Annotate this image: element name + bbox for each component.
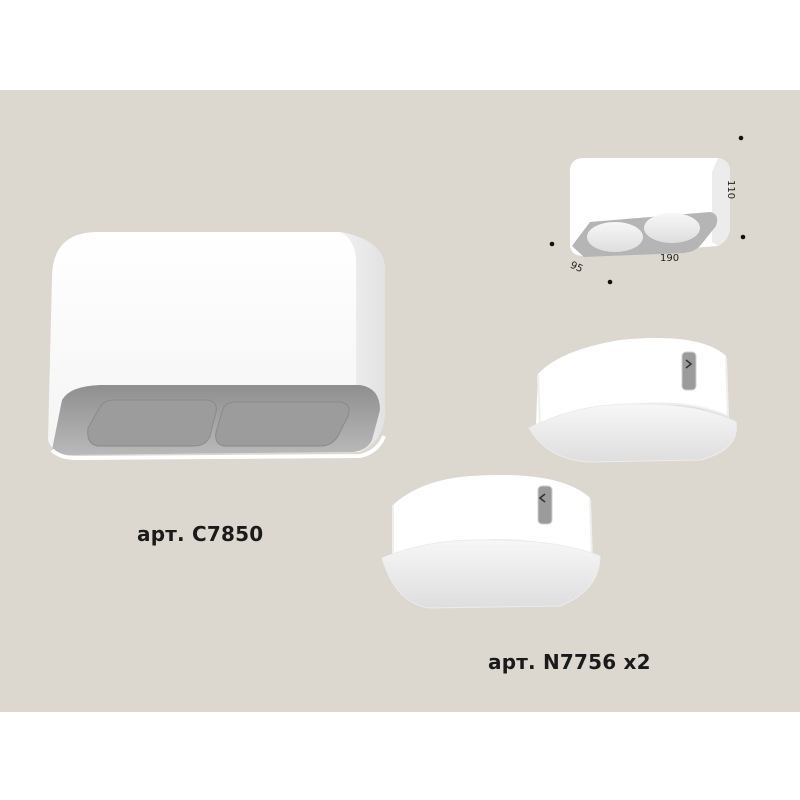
dimension-point-icon <box>549 241 555 247</box>
lens-product-label: арт. N7756 x2 <box>488 650 651 674</box>
dimension-point-icon <box>738 135 744 141</box>
lens-module-upper <box>528 338 737 463</box>
mounting-clip-icon <box>537 485 553 525</box>
lens-module-lower <box>381 474 601 609</box>
dimension-point-icon <box>740 234 746 240</box>
main-product-label: арт. C7850 <box>137 522 264 546</box>
dimension-height: 110 <box>725 180 736 200</box>
dimension-preview-housing <box>549 135 746 285</box>
surface-housing-c7850 <box>48 232 386 461</box>
mounting-clip-icon <box>681 351 697 391</box>
dimension-width: 190 <box>660 253 680 264</box>
dimension-point-icon <box>607 279 613 285</box>
